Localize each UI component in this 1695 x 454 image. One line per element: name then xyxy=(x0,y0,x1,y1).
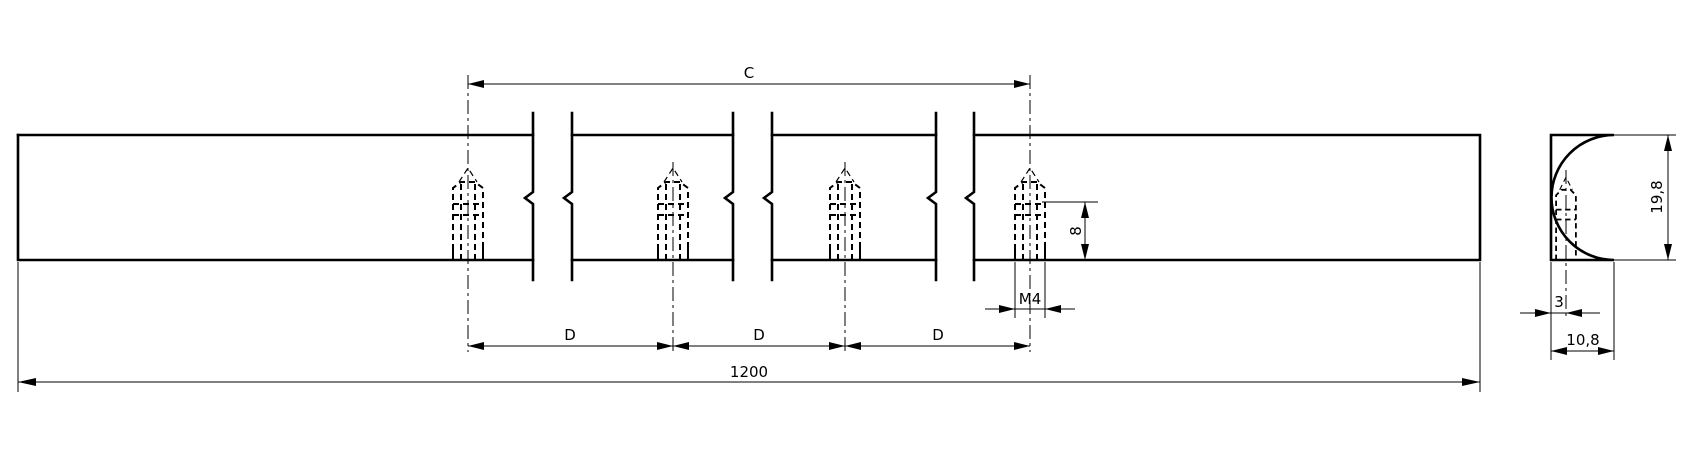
threaded-holes xyxy=(452,75,1046,352)
rail-side-view xyxy=(1549,133,1615,318)
break-line xyxy=(561,111,574,282)
dim-height-label: 19,8 xyxy=(1648,180,1666,213)
dim-d3-label: D xyxy=(932,326,944,344)
dimension-d: D D D xyxy=(468,326,1030,350)
dimension-thread: M4 xyxy=(985,262,1075,318)
break-line xyxy=(963,111,976,282)
dim-total-label: 1200 xyxy=(730,363,768,381)
dimension-height: 19,8 xyxy=(1614,134,1676,261)
rail-front-view xyxy=(16,111,1482,282)
break-line xyxy=(522,111,535,282)
break-line xyxy=(925,111,938,282)
dim-width-label: 10,8 xyxy=(1566,331,1599,349)
dimension-hole-depth: 8 xyxy=(1042,201,1098,260)
dimension-hole-offset: 3 xyxy=(1520,262,1600,360)
dimension-width: 10,8 xyxy=(1551,262,1615,360)
dim-c-label: C xyxy=(744,64,754,82)
dim-d1-label: D xyxy=(564,326,576,344)
dim-offset-label: 3 xyxy=(1554,293,1564,311)
break-line xyxy=(722,111,735,282)
dim-thread-label: M4 xyxy=(1019,290,1042,308)
dim-d2-label: D xyxy=(753,326,765,344)
dim-depth-label: 8 xyxy=(1067,226,1085,236)
dimension-total-length: 1200 xyxy=(17,262,1481,392)
dimension-c: C xyxy=(468,64,1030,88)
break-line xyxy=(761,111,774,282)
